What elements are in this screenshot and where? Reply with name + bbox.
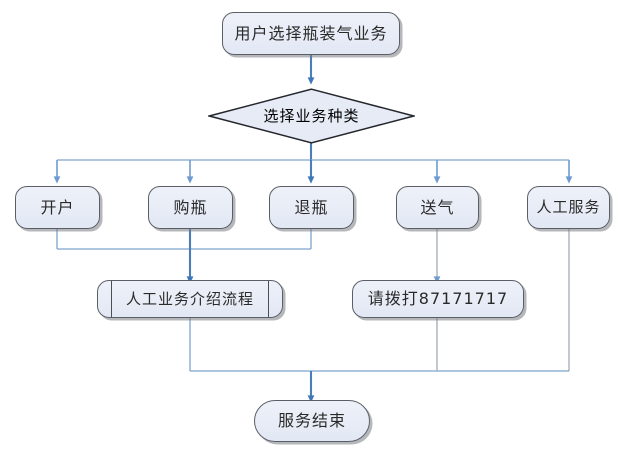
node-option3-label: 退瓶 bbox=[294, 197, 329, 217]
node-option-buy-bottle[interactable]: 购瓶 bbox=[148, 186, 233, 229]
node-start[interactable]: 用户选择瓶装气业务 bbox=[222, 12, 400, 55]
node-manual-process-label: 人工业务介绍流程 bbox=[125, 289, 254, 308]
edge-merge-to-end bbox=[189, 229, 570, 403]
edge-options-to-manual-process bbox=[56, 229, 312, 284]
node-option-open-account[interactable]: 开户 bbox=[15, 186, 100, 229]
node-end-label: 服务结束 bbox=[277, 411, 346, 431]
node-option2-label: 购瓶 bbox=[173, 197, 208, 217]
node-decision[interactable]: 选择业务种类 bbox=[208, 88, 415, 144]
node-option-return-bottle[interactable]: 退瓶 bbox=[269, 186, 354, 229]
node-start-label: 用户选择瓶装气业务 bbox=[234, 23, 388, 43]
node-manual-process[interactable]: 人工业务介绍流程 bbox=[97, 280, 283, 318]
node-decision-label: 选择业务种类 bbox=[263, 106, 360, 125]
node-phone-label: 请拨打87171717 bbox=[367, 289, 509, 309]
node-end[interactable]: 服务结束 bbox=[254, 400, 370, 442]
node-option1-label: 开户 bbox=[40, 197, 75, 217]
node-option4-label: 送气 bbox=[420, 197, 455, 217]
node-option-manual-service[interactable]: 人工服务 bbox=[527, 186, 610, 229]
diamond-shape bbox=[208, 88, 415, 144]
edge-decision-bus bbox=[57, 143, 569, 161]
node-option5-label: 人工服务 bbox=[536, 198, 601, 217]
node-phone-number[interactable]: 请拨打87171717 bbox=[352, 280, 524, 318]
node-option-deliver-gas[interactable]: 送气 bbox=[396, 186, 479, 229]
